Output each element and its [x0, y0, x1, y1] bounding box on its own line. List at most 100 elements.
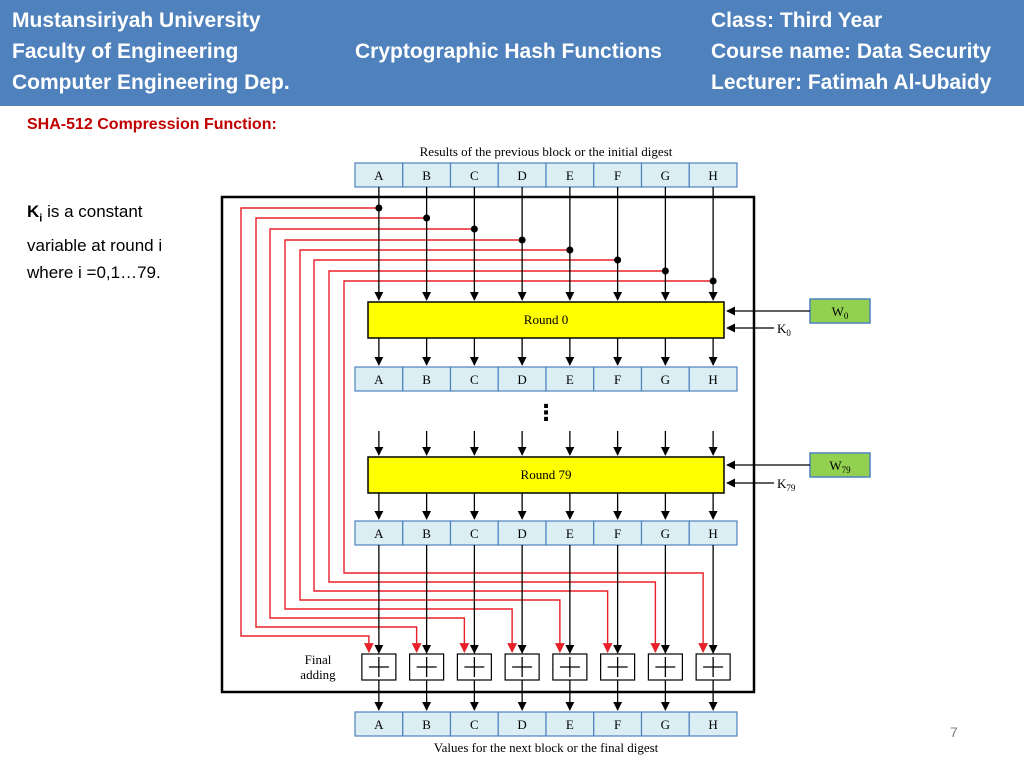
initial-register-label-h: H [708, 168, 717, 183]
round0-register-cell-a [354, 366, 404, 392]
round0-register-label-e: E [566, 372, 574, 387]
round0-register-label-f: F [614, 372, 621, 387]
data-flow-arrows [374, 187, 718, 711]
lecturer-info: Lecturer: Fatimah Al-Ubaidy [711, 71, 992, 94]
round0-register-label-b: B [422, 372, 431, 387]
final-register-label-a: A [374, 717, 384, 732]
adder-a [361, 653, 397, 681]
final-register-cell-f [593, 711, 643, 737]
round-0-label: Round 0 [524, 312, 568, 327]
note-k-symbol: Ki [27, 202, 43, 225]
initial-register-label-a: A [374, 168, 384, 183]
round79-register-label-g: G [661, 526, 670, 541]
round0-register-cell-c [449, 366, 499, 392]
slide-header: Mustansiriyah University Faculty of Engi… [0, 0, 1024, 106]
initial-register-label-d: D [517, 168, 526, 183]
page-number: 7 [950, 724, 958, 740]
final-register-label-f: F [614, 717, 621, 732]
round79-register-label-b: B [422, 526, 431, 541]
final-register-cell-b [402, 711, 452, 737]
feedback-line-h [343, 280, 714, 653]
round0-register-cell-e [545, 366, 595, 392]
adder-b [409, 653, 445, 681]
constant-note: Ki is a constant variable at round i whe… [27, 198, 162, 286]
round0-register-cell-d [497, 366, 547, 392]
final-adders [361, 653, 731, 681]
feedback-line-c [269, 228, 475, 653]
feedback-line-e [299, 249, 570, 653]
initial-register-label-c: C [470, 168, 479, 183]
university-name: Mustansiriyah University [12, 9, 261, 32]
feedback-line-b [255, 217, 427, 653]
adder-g [647, 653, 683, 681]
initial-register-label-b: B [422, 168, 431, 183]
final-register-label-e: E [566, 717, 574, 732]
feedback-line-g [328, 270, 666, 653]
round0-register-label-h: H [708, 372, 717, 387]
round79-register-cell-d [497, 520, 547, 546]
final-register-label-d: D [517, 717, 526, 732]
ellipsis-icon: ⋮ [535, 401, 557, 426]
final-register-cell-a [354, 711, 404, 737]
round-0-block [367, 301, 725, 339]
feedback-line-f [313, 259, 618, 653]
initial-register-cell-g [640, 162, 690, 188]
compression-frame [220, 195, 756, 694]
round79-register-label-c: C [470, 526, 479, 541]
adder-c [456, 653, 492, 681]
round-79-label: Round 79 [521, 467, 572, 482]
w79-label: W79 [829, 458, 851, 475]
bottom-caption: Values for the next block or the final d… [434, 740, 659, 755]
initial-register-cell-e [545, 162, 595, 188]
final-register-label-g: G [661, 717, 670, 732]
register-row-final: A B C D E F G H [354, 711, 738, 737]
initial-register-label-f: F [614, 168, 621, 183]
round79-register-label-h: H [708, 526, 717, 541]
final-adding-line-1: Final [305, 652, 332, 667]
lecture-topic: Cryptographic Hash Functions [355, 40, 662, 63]
round79-register-cell-c [449, 520, 499, 546]
adder-d [504, 653, 540, 681]
course-info: Course name: Data Security [711, 40, 992, 63]
k79-label: K79 [777, 476, 796, 493]
initial-register-cell-h [688, 162, 738, 188]
feedback-line-d [284, 239, 523, 653]
round0-register-cell-f [593, 366, 643, 392]
feedback-lines [240, 204, 717, 653]
note-line-3: where i =0,1…79. [27, 263, 161, 283]
adder-h [695, 653, 731, 681]
round0-register-label-c: C [470, 372, 479, 387]
round79-register-label-a: A [374, 526, 384, 541]
round79-register-cell-b [402, 520, 452, 546]
register-row-initial: A B C D E F G H [354, 162, 738, 188]
note-line-2: variable at round i [27, 236, 163, 256]
round0-register-label-d: D [517, 372, 526, 387]
final-register-label-h: H [708, 717, 717, 732]
initial-register-label-e: E [566, 168, 574, 183]
final-register-label-b: B [422, 717, 431, 732]
round0-register-cell-b [402, 366, 452, 392]
final-register-label-c: C [470, 717, 479, 732]
adder-e [552, 653, 588, 681]
department-name: Computer Engineering Dep. [12, 71, 290, 94]
round-79-block [367, 456, 725, 494]
initial-register-label-g: G [661, 168, 670, 183]
faculty-name: Faculty of Engineering [12, 40, 239, 63]
final-adding-line-2: adding [300, 667, 336, 682]
top-caption: Results of the previous block or the ini… [420, 144, 673, 159]
adder-f [600, 653, 636, 681]
final-register-cell-d [497, 711, 547, 737]
initial-register-cell-c [449, 162, 499, 188]
round0-register-cell-h [688, 366, 738, 392]
section-title: SHA-512 Compression Function: [27, 116, 277, 133]
round79-register-label-e: E [566, 526, 574, 541]
final-register-cell-h [688, 711, 738, 737]
round79-register-label-f: F [614, 526, 621, 541]
w0-label: W0 [832, 304, 849, 321]
class-info: Class: Third Year [711, 9, 883, 32]
k0-label: K0 [777, 321, 791, 338]
feedback-line-a [240, 207, 379, 653]
